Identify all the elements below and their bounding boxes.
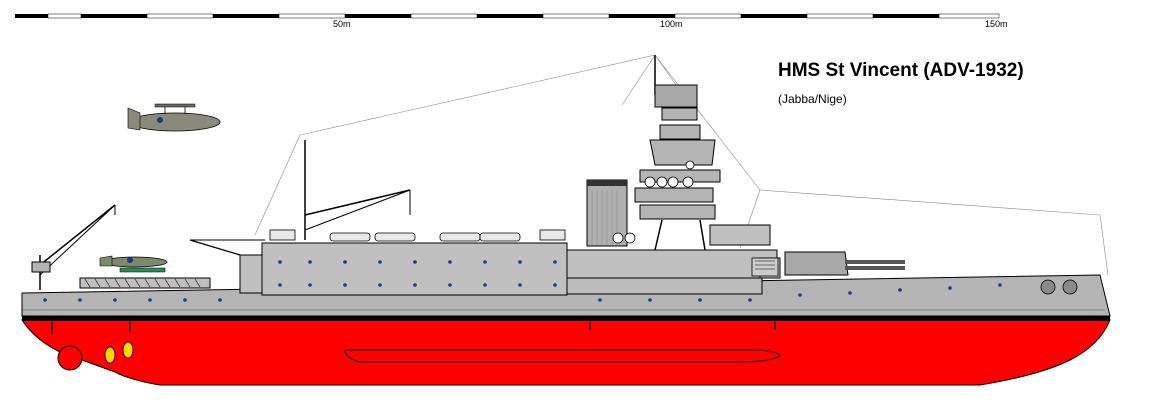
forward-superstructure bbox=[566, 249, 778, 279]
parked-aircraft bbox=[99, 255, 168, 273]
ship-title: HMS St Vincent (ADV-1932) bbox=[778, 60, 1024, 81]
rudder bbox=[57, 345, 83, 371]
aircraft-ramp bbox=[79, 277, 211, 289]
ship-credit: (Jabba/Nige) bbox=[778, 92, 847, 106]
ships-boats bbox=[269, 229, 566, 242]
portholes bbox=[43, 260, 1002, 302]
main-gun-turret bbox=[784, 251, 905, 276]
scale-bar bbox=[15, 13, 1000, 19]
scale-label-100m: 100m bbox=[660, 19, 683, 29]
foremast-tower bbox=[634, 55, 771, 251]
funnel-vent bbox=[751, 257, 779, 277]
boot-top-stripe bbox=[22, 316, 1110, 321]
aft-deckhouse bbox=[239, 254, 263, 294]
amidships-crane bbox=[189, 140, 411, 256]
hull-underwater-red bbox=[21, 319, 1111, 386]
scale-bar-segments bbox=[15, 13, 1000, 19]
scale-label-150m: 150m bbox=[985, 19, 1008, 29]
bow-guns bbox=[1040, 279, 1078, 295]
title-block: HMS St Vincent (ADV-1932) (Jabba/Nige) bbox=[778, 60, 1024, 106]
hangar-superstructure bbox=[261, 242, 568, 296]
aft-crane bbox=[31, 204, 116, 290]
rigging-lines bbox=[254, 54, 1109, 276]
hull-bulge-line bbox=[344, 349, 781, 363]
flying-boat-aircraft bbox=[127, 103, 221, 132]
scale-label-50m: 50m bbox=[333, 19, 351, 29]
propellers bbox=[104, 341, 134, 364]
